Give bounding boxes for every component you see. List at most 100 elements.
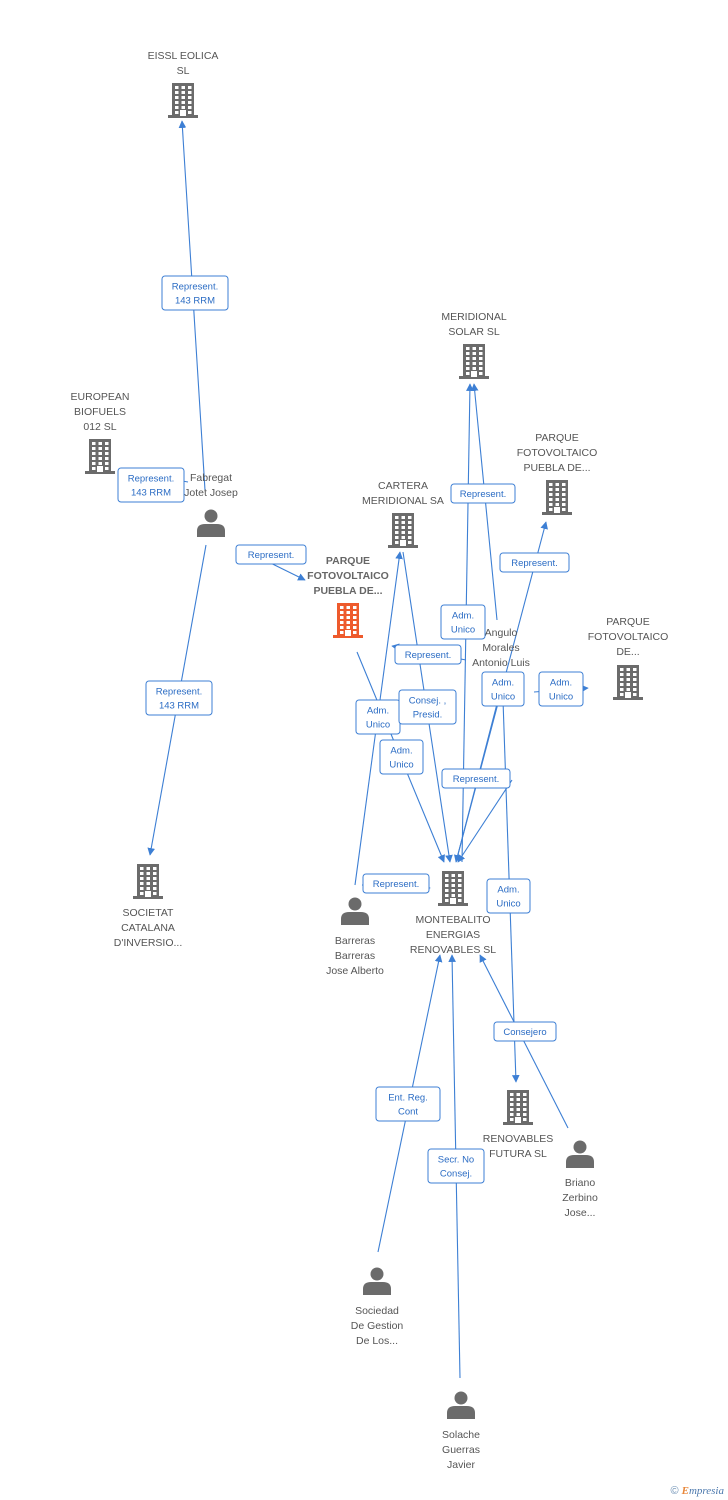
node-label-sociedad: De Los... [356, 1335, 398, 1347]
edge-label-montebalito-to-meridional_solar[interactable]: Represent. [450, 483, 516, 504]
building-icon [438, 871, 468, 906]
edge-label-text: Represent. [156, 687, 202, 698]
edge-label-fabregat-to-eissl[interactable]: Represent.143 RRM [161, 275, 229, 311]
node-label-parque3: PARQUE [606, 616, 650, 628]
edge-label-focus-to-montebalito[interactable]: Adm. Unico [379, 739, 424, 775]
node-label-societat: D'INVERSIO... [114, 937, 183, 949]
edge-label-box [486, 878, 531, 914]
node-label-barreras: Barreras [335, 950, 375, 962]
node-renovables[interactable]: RENOVABLES FUTURA SL [483, 1090, 553, 1160]
node-label-briano: Briano [565, 1177, 596, 1189]
edge-label-box [398, 689, 457, 725]
person-icon [363, 1267, 391, 1295]
edge-label-box [362, 873, 430, 894]
node-label-angulo: Antonio Luis [472, 657, 530, 669]
edge-label-angulo-to-renovables[interactable]: Adm. Unico [486, 878, 531, 914]
node-label-cartera: CARTERA [378, 480, 428, 492]
edge-label-text: Adm. [452, 611, 474, 622]
brand-logo[interactable]: Empresia [681, 1485, 724, 1497]
edge-label-text: Adm. [390, 746, 412, 757]
node-label-parque2: FOTOVOLTAICO [517, 447, 598, 459]
node-label-focus: PARQUE [326, 555, 370, 567]
node-parque3[interactable]: PARQUE FOTOVOLTAICO DE... [588, 616, 669, 700]
edge-label-box [235, 544, 307, 565]
brand-footer: © Empresia [670, 1485, 724, 1497]
edge-label-sociedad-to-montebalito[interactable]: Ent. Reg.Cont [375, 1086, 441, 1122]
node-label-parque3: FOTOVOLTAICO [588, 631, 669, 643]
node-label-meridional_solar: SOLAR SL [448, 326, 500, 338]
building-icon [333, 603, 363, 638]
node-label-solache: Javier [447, 1459, 476, 1471]
node-eissl[interactable]: EISSL EOLICA SL [148, 50, 219, 118]
edge-label-box [441, 768, 511, 789]
edge-label-text: Adm. [367, 706, 389, 717]
edge-label-barreras-to-focus[interactable]: Adm.Unico [355, 699, 401, 735]
node-label-montebalito: MONTEBALITO [415, 914, 490, 926]
node-label-parque2: PUEBLA DE... [523, 462, 590, 474]
edge-label-angulo-to-montebalito[interactable]: Represent. [441, 768, 511, 789]
node-label-renovables: RENOVABLES [483, 1133, 553, 1145]
edge-label-text: Unico [389, 760, 413, 771]
node-label-renovables: FUTURA SL [489, 1148, 547, 1160]
node-label-eissl: EISSL EOLICA [148, 50, 219, 62]
node-label-parque3: DE... [616, 646, 639, 658]
edge-label-montebalito-to-parque2[interactable]: Represent. [499, 552, 570, 573]
edge-label-fabregat-to-european[interactable]: Represent. 143 RRM [117, 467, 185, 503]
edge-label-text: Adm. [550, 678, 572, 689]
edge-label-text: 143 RRM [159, 701, 199, 712]
building-icon [542, 480, 572, 515]
edge-label-box [440, 604, 486, 640]
edge-label-text: Represent. [128, 474, 174, 485]
edge-label-text: Unico [451, 625, 475, 636]
edge-label-angulo-to-meridional_solar[interactable]: Adm. Unico [440, 604, 486, 640]
edge-label-box [145, 680, 213, 716]
edge-label-text: Represent. [248, 550, 294, 561]
edge-label-box [375, 1086, 441, 1122]
copyright-symbol: © [670, 1485, 679, 1497]
edge-label-text: Ent. Reg. [388, 1093, 428, 1104]
edge-label-fabregat-to-focus[interactable]: Represent. [235, 544, 307, 565]
node-label-european: BIOFUELS [74, 406, 126, 418]
building-icon [503, 1090, 533, 1125]
edge-label-text: Unico [496, 899, 520, 910]
node-label-focus: FOTOVOLTAICO [307, 570, 389, 582]
edge-label-text: Unico [549, 692, 573, 703]
edge-label-angulo-to-montebalito[interactable]: Adm.Unico [481, 671, 525, 707]
edge-label-cartera-to-montebalito[interactable]: Consej. ,Presid. [398, 689, 457, 725]
building-icon [168, 83, 198, 118]
edge-label-briano-to-montebalito[interactable]: Consejero [493, 1021, 557, 1042]
node-societat[interactable]: SOCIETATCATALANAD'INVERSIO... [114, 864, 183, 949]
node-label-sociedad: Sociedad [355, 1305, 399, 1317]
edge-label-text: Adm. [497, 885, 519, 896]
node-label-barreras: Barreras [335, 935, 375, 947]
edge-label-box [161, 275, 229, 311]
edge-label-angulo-to-cartera[interactable]: Represent. [394, 644, 462, 665]
node-briano[interactable]: BrianoZerbinoJose... [562, 1140, 598, 1220]
edge-label-angulo-to-parque3[interactable]: Adm. Unico [538, 671, 584, 707]
node-label-sociedad: De Gestion [351, 1320, 404, 1332]
edge-label-text: Presid. [413, 710, 443, 721]
edge-label-text: 143 RRM [131, 488, 171, 499]
edge-label-fabregat-to-societat[interactable]: Represent. 143 RRM [145, 680, 213, 716]
node-label-eissl: SL [177, 65, 190, 77]
edge-label-barreras-to-montebalito[interactable]: Represent. [362, 873, 430, 894]
edge-label-text: Consej. [440, 1169, 472, 1180]
node-label-solache: Solache [442, 1429, 480, 1441]
building-icon [388, 513, 418, 548]
node-label-fabregat: Jotet Josep [184, 487, 238, 499]
edge-label-text: Represent. [172, 282, 218, 293]
node-sociedad[interactable]: Sociedad De Gestion De Los... [351, 1267, 404, 1348]
node-label-barreras: Jose Alberto [326, 965, 384, 977]
edge-label-box [493, 1021, 557, 1042]
